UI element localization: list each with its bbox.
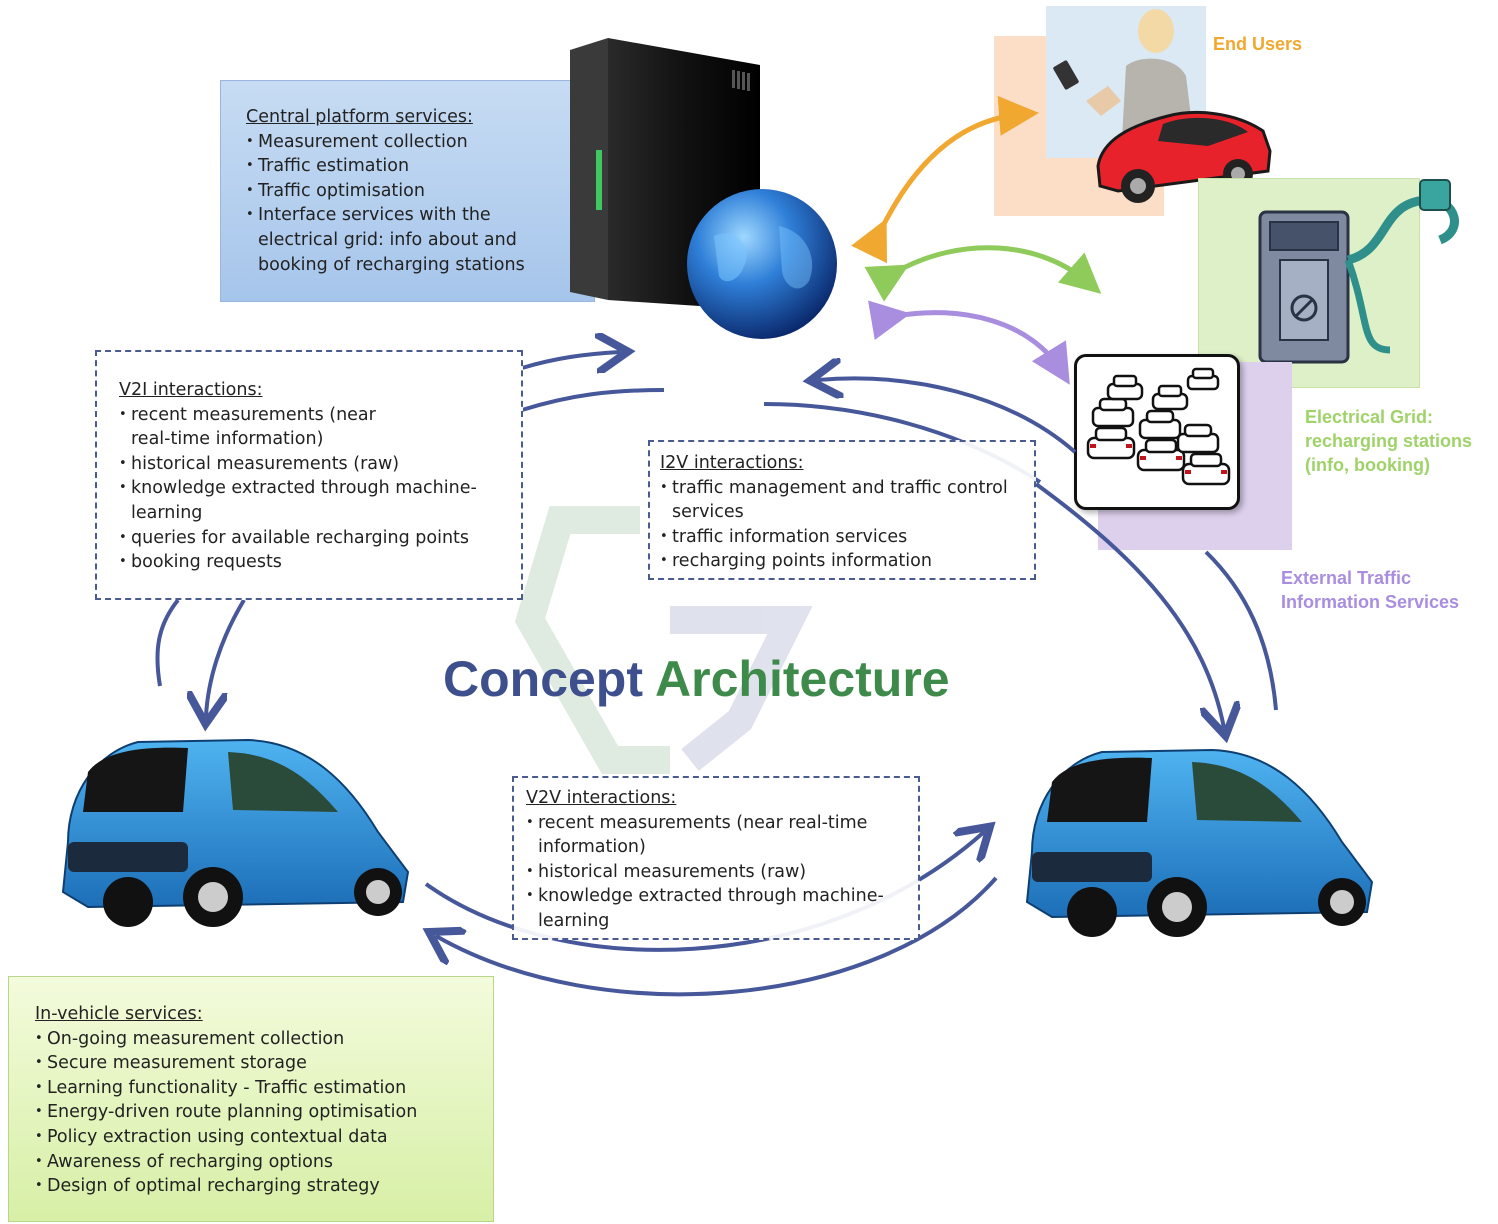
list-item: historical measurements (raw): [526, 860, 910, 885]
list-item: Secure measurement storage: [35, 1051, 493, 1076]
end-users-label: End Users: [1213, 34, 1303, 54]
page-title: Concept Architecture: [443, 650, 950, 708]
central-platform-header: Central platform services:: [246, 107, 473, 127]
traffic-jam-icon: [1086, 367, 1231, 486]
list-item: Policy extraction using contextual data: [35, 1125, 493, 1150]
title-concept: Concept: [443, 651, 643, 707]
list-item: Measurement collection: [246, 130, 594, 155]
globe-icon: [687, 189, 837, 339]
i2v-box: I2V interactions: traffic management and…: [648, 440, 1036, 580]
central-platform-box: Central platform services: Measurement c…: [220, 80, 595, 302]
list-item: queries for available recharging points: [119, 526, 511, 551]
list-item: historical measurements (raw): [119, 452, 511, 477]
in-vehicle-header: In-vehicle services:: [35, 1004, 203, 1024]
traffic-info-line2: Information Services: [1281, 592, 1460, 612]
in-vehicle-box: In-vehicle services: On-going measuremen…: [8, 976, 494, 1222]
i2v-arrow-right-up: [1204, 550, 1278, 711]
electrical-grid-label: Electrical Grid: recharging stations (in…: [1305, 405, 1472, 477]
electrical-grid-line2: recharging stations: [1305, 431, 1473, 451]
end-users-arrow: [851, 95, 1039, 264]
list-item: Learning functionality - Traffic estimat…: [35, 1076, 493, 1101]
electrical-grid-line3: (info, booking): [1305, 455, 1430, 475]
list-item: Energy-driven route planning optimisatio…: [35, 1100, 493, 1125]
v2i-arrow-top: [521, 352, 620, 368]
list-item: traffic management and traffic control s…: [660, 476, 1017, 525]
list-item: recent measurements (near real-time info…: [526, 811, 898, 860]
list-item: booking requests: [119, 550, 511, 575]
v2i-arrow-left-down: [206, 598, 246, 716]
list-item: knowledge extracted through machine-lear…: [526, 884, 898, 933]
list-item: knowledge extracted through machine-lear…: [119, 476, 491, 525]
v2v-arrow-to-left: [436, 876, 998, 997]
title-architecture: Architecture: [655, 651, 950, 707]
i2v-arrow-right-down: [1034, 482, 1224, 728]
list-item: Traffic optimisation: [246, 179, 594, 204]
i2v-header: I2V interactions:: [660, 453, 804, 473]
list-item: traffic information services: [660, 525, 1026, 550]
v2i-arrow-left-up: [155, 598, 180, 687]
i2v-arrow-top: [818, 378, 1077, 454]
traffic-info-line1: External Traffic: [1281, 568, 1412, 588]
traffic-info-label: External Traffic Information Services: [1281, 566, 1459, 614]
blue-car-icon: [1025, 748, 1374, 937]
list-item: Awareness of recharging options: [35, 1150, 493, 1175]
v2i-box: V2I interactions: recent measurements (n…: [95, 350, 523, 600]
v2v-box: V2V interactions: recent measurements (n…: [512, 776, 920, 940]
electrical-grid-line1: Electrical Grid:: [1305, 407, 1434, 427]
list-item: recharging points information: [660, 549, 1026, 574]
list-item: On-going measurement collection: [35, 1027, 493, 1052]
electrical-grid-arrow: [864, 245, 1102, 302]
charging-station-icon: [1258, 179, 1459, 364]
list-item: recent measurements (near real-time info…: [119, 403, 381, 452]
traffic-info-arrow: [867, 300, 1070, 385]
v2v-header: V2V interactions:: [526, 788, 677, 808]
list-item: Design of optimal recharging strategy: [35, 1174, 493, 1199]
blue-car-icon: [61, 738, 410, 927]
list-item: Traffic estimation: [246, 154, 594, 179]
v2i-header: V2I interactions:: [119, 380, 263, 400]
list-item: Interface services with the electrical g…: [246, 203, 538, 277]
